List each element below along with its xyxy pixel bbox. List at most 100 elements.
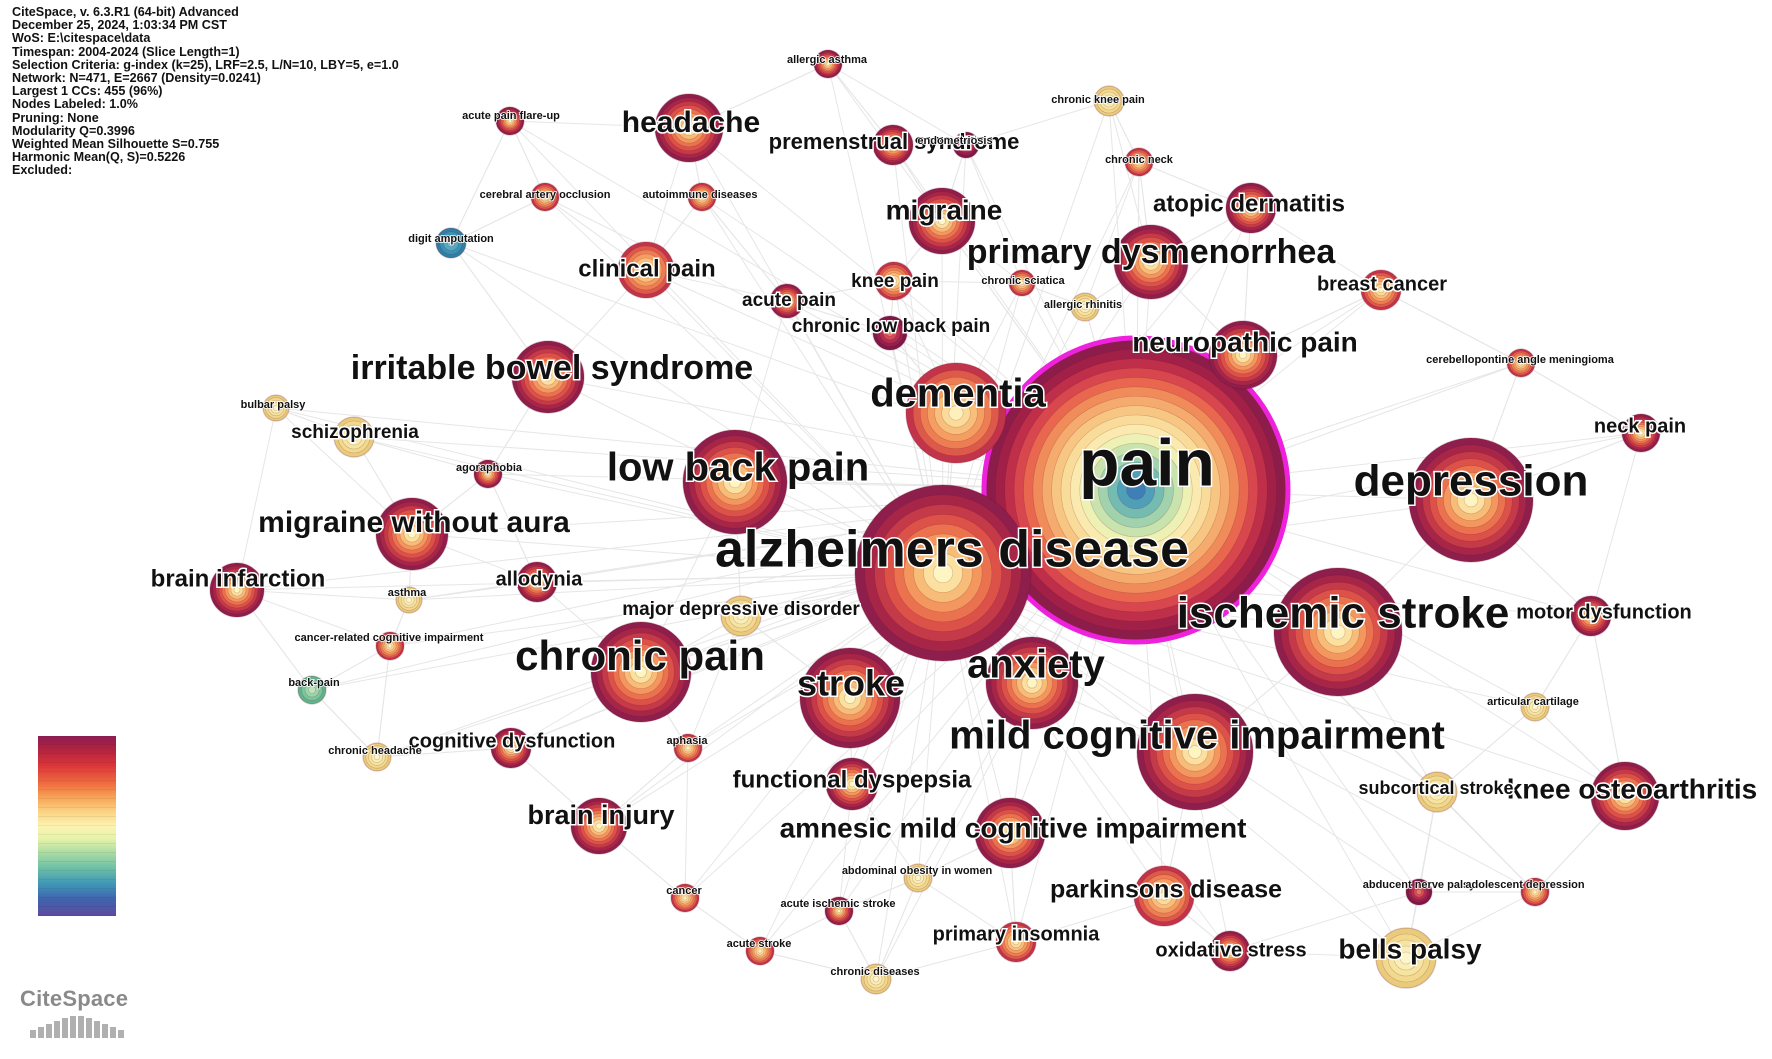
node-label: migraine without aura xyxy=(258,506,570,539)
network-link xyxy=(411,533,944,574)
node-aphasia[interactable] xyxy=(673,733,703,763)
node-neuropathic-pain[interactable] xyxy=(1208,320,1278,390)
node-subcortical-stroke[interactable] xyxy=(1416,771,1458,813)
node-anxiety[interactable] xyxy=(985,636,1079,730)
node-atopic-dermatitis[interactable] xyxy=(1225,182,1277,234)
node-cerebellopontine-angle-meningioma[interactable] xyxy=(1506,348,1536,378)
node-label: digit amputation xyxy=(408,233,494,245)
meta-line: Selection Criteria: g-index (k=25), LRF=… xyxy=(12,57,399,72)
node-ring xyxy=(837,909,841,913)
node-abdominal-obesity-in-women[interactable] xyxy=(903,863,933,893)
node-chronic-knee-pain[interactable] xyxy=(1093,85,1125,117)
node-adolescent-depression[interactable] xyxy=(1520,877,1550,907)
network-link xyxy=(1436,706,1536,793)
node-schizophrenia[interactable] xyxy=(333,416,375,458)
node-label: bulbar palsy xyxy=(241,399,307,411)
node-label: alzheimers disease xyxy=(715,521,1189,579)
meta-line: Weighted Mean Silhouette S=0.755 xyxy=(12,137,220,152)
node-ring xyxy=(872,975,880,983)
node-chronic-headache[interactable] xyxy=(362,742,392,772)
node-ring xyxy=(1416,889,1422,895)
node-functional-dyspepsia[interactable] xyxy=(825,757,879,811)
node-allodynia[interactable] xyxy=(516,561,558,603)
node-brain-infarction[interactable] xyxy=(209,562,265,618)
node-chronic-diseases[interactable] xyxy=(860,963,892,995)
node-ring xyxy=(1126,480,1146,500)
node-stroke[interactable] xyxy=(799,647,901,749)
node-brain-injury[interactable] xyxy=(570,797,628,855)
node-label: allergic asthma xyxy=(787,54,868,66)
node-motor-dysfunction[interactable] xyxy=(1570,595,1612,637)
node-chronic-low-back-pain[interactable] xyxy=(872,315,908,351)
node-allergic-rhinitis[interactable] xyxy=(1070,292,1100,322)
node-primary-dysmenorrhea[interactable] xyxy=(1113,224,1189,300)
node-articular-cartilage[interactable] xyxy=(1520,692,1550,722)
node-clinical-pain[interactable] xyxy=(617,241,675,299)
node-oxidative-stress[interactable] xyxy=(1209,930,1251,972)
node-major-depressive-disorder[interactable] xyxy=(720,595,762,637)
node-label: headache xyxy=(622,106,760,139)
node-chronic-neck[interactable] xyxy=(1124,147,1154,177)
node-ring xyxy=(1105,97,1113,105)
node-headache[interactable] xyxy=(654,93,724,163)
node-label: major depressive disorder xyxy=(622,599,860,620)
network-link xyxy=(311,645,391,691)
node-bulbar-palsy[interactable] xyxy=(262,394,290,422)
node-autoimmune-diseases[interactable] xyxy=(687,182,717,212)
node-acute-pain-flare-up[interactable] xyxy=(495,106,525,136)
node-cancer[interactable] xyxy=(670,883,700,913)
meta-line: Excluded: xyxy=(12,163,73,178)
node-breast-cancer[interactable] xyxy=(1360,269,1402,311)
node-knee-pain[interactable] xyxy=(874,261,914,301)
node-allergic-asthma[interactable] xyxy=(813,49,843,79)
node-premenstrual-syndrome[interactable] xyxy=(872,124,914,166)
node-migraine-without-aura[interactable] xyxy=(375,497,449,571)
node-cognitive-dysfunction[interactable] xyxy=(490,727,532,769)
node-back-pain[interactable] xyxy=(297,675,327,705)
node-dementia[interactable] xyxy=(905,362,1007,464)
node-digit-amputation[interactable] xyxy=(435,227,467,259)
node-label: stroke xyxy=(797,663,905,704)
node-acute-stroke[interactable] xyxy=(745,936,775,966)
node-label: acute pain xyxy=(742,290,836,311)
node-acute-ischemic-stroke[interactable] xyxy=(824,896,854,926)
node-ring xyxy=(542,194,548,200)
node-low-back-pain[interactable] xyxy=(682,429,788,535)
node-ring xyxy=(1532,889,1538,895)
meta-line: Pruning: None xyxy=(12,110,99,125)
node-label: allergic rhinitis xyxy=(1044,299,1122,311)
node-ring xyxy=(736,611,746,621)
node-endometriosis[interactable] xyxy=(952,131,980,159)
node-chronic-sciatica[interactable] xyxy=(1008,269,1036,297)
node-asthma[interactable] xyxy=(395,586,423,614)
node-depression[interactable] xyxy=(1408,437,1534,563)
node-mild-cognitive-impairment[interactable] xyxy=(1136,693,1254,811)
node-chronic-pain[interactable] xyxy=(590,621,692,723)
node-primary-insomnia[interactable] xyxy=(995,921,1037,963)
node-amnesic-mild-cognitive-impairment[interactable] xyxy=(974,797,1046,869)
node-cerebral-artery-occlusion[interactable] xyxy=(530,182,560,212)
node-agoraphobia[interactable] xyxy=(473,459,503,489)
node-neck-pain[interactable] xyxy=(1621,413,1661,453)
node-knee-osteoarthritis[interactable] xyxy=(1590,761,1660,831)
citespace-metadata-panel: CiteSpace, v. 6.3.R1 (64-bit) Advanced D… xyxy=(12,5,399,178)
node-ischemic-stroke[interactable] xyxy=(1273,567,1403,697)
node-abducent-nerve-palsy[interactable] xyxy=(1405,878,1433,906)
node-ring xyxy=(373,753,381,761)
node-pain[interactable] xyxy=(981,335,1291,645)
node-acute-pain[interactable] xyxy=(769,283,805,319)
node-ring xyxy=(757,948,763,954)
node-parkinsons-disease[interactable] xyxy=(1133,865,1195,927)
network-link xyxy=(236,589,410,601)
node-label: agoraphobia xyxy=(456,462,523,474)
node-label: abdominal obesity in women xyxy=(842,865,993,877)
node-cancer-related-cognitive-impairment[interactable] xyxy=(375,631,405,661)
network-link xyxy=(509,120,944,574)
node-bells-palsy[interactable] xyxy=(1375,927,1437,989)
node-label: articular cartilage xyxy=(1487,696,1579,708)
node-alzheimers-disease[interactable] xyxy=(854,484,1032,662)
year-color-legend xyxy=(38,736,116,916)
node-migraine[interactable] xyxy=(908,187,976,255)
node-irritable-bowel-syndrome[interactable] xyxy=(511,340,585,414)
